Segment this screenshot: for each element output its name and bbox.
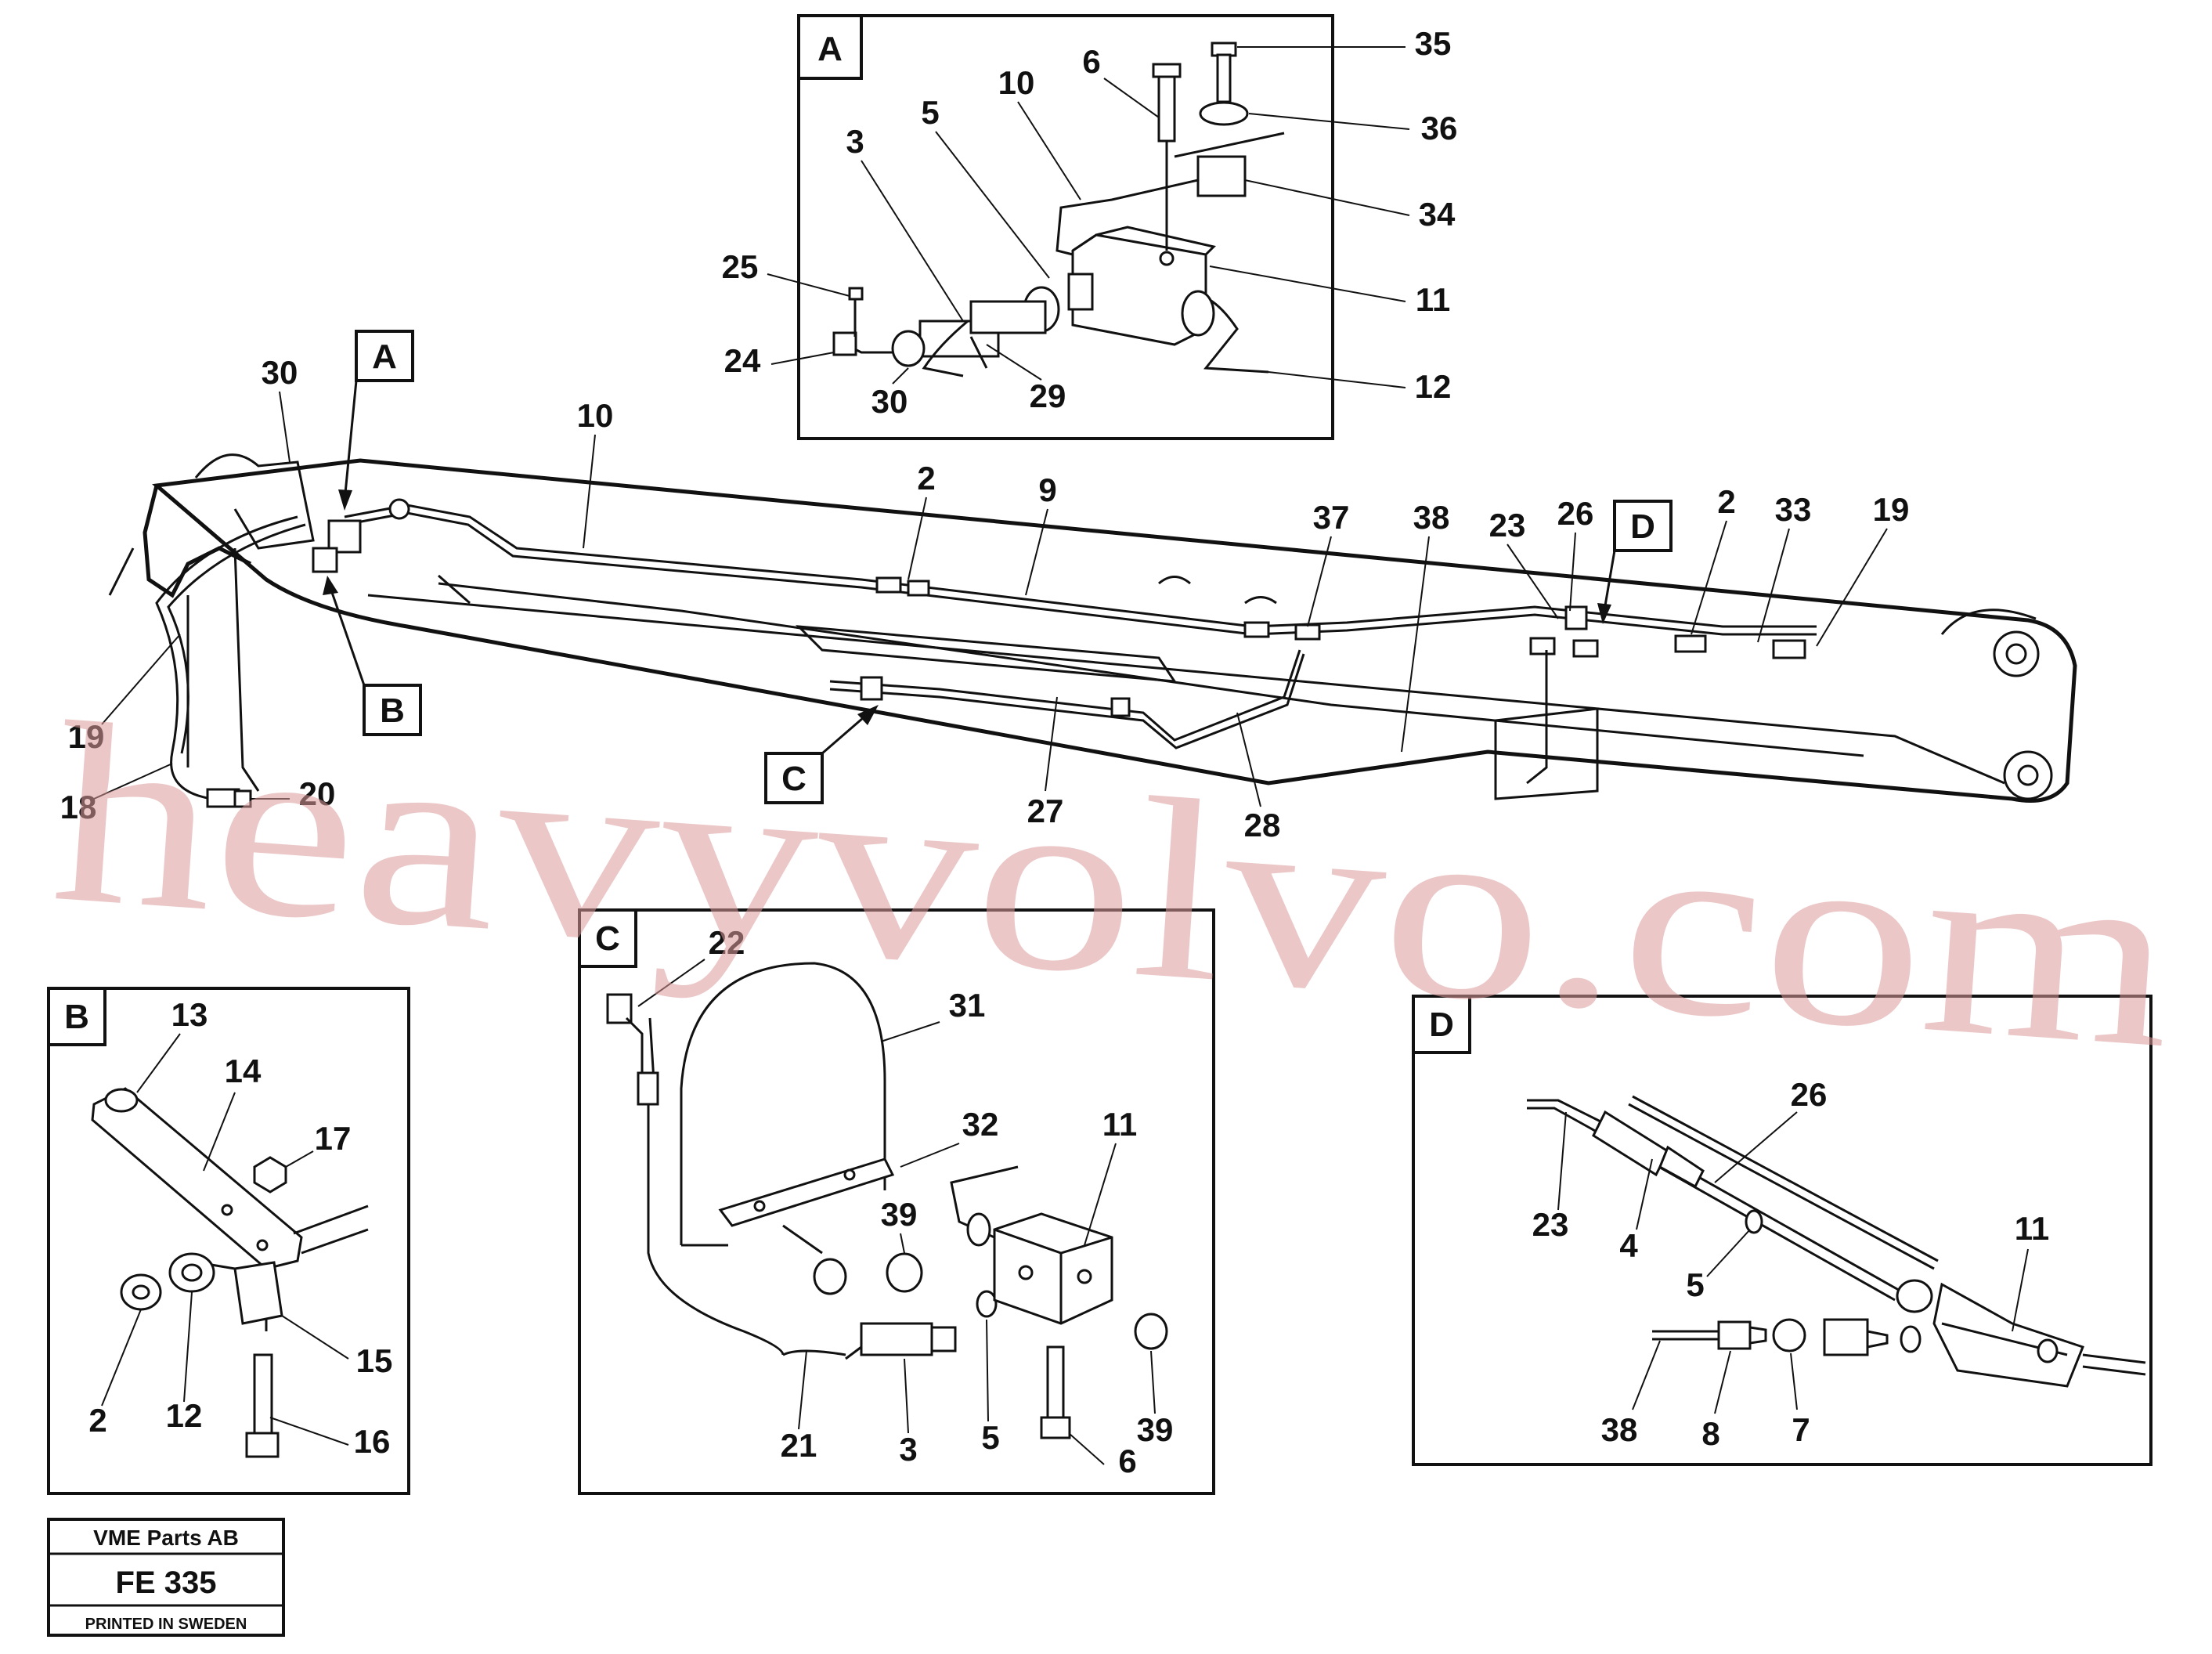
title-block: VME Parts AB FE 335 PRINTED IN SWEDEN bbox=[47, 1518, 285, 1637]
callout: 11 bbox=[1416, 281, 1450, 318]
callout: 25 bbox=[722, 248, 759, 285]
callout: 30 bbox=[262, 354, 298, 391]
callout: 31 bbox=[949, 987, 986, 1024]
callout: 28 bbox=[1244, 807, 1281, 843]
callout: 12 bbox=[1415, 368, 1452, 405]
callout: 5 bbox=[921, 94, 939, 131]
callout: 9 bbox=[1038, 471, 1056, 508]
callout: 15 bbox=[356, 1342, 393, 1379]
callout: 27 bbox=[1027, 793, 1064, 829]
callout: 35 bbox=[1415, 25, 1452, 62]
callout: 17 bbox=[315, 1120, 352, 1157]
callout: 39 bbox=[881, 1196, 918, 1233]
callout: 10 bbox=[998, 64, 1035, 101]
callout: 37 bbox=[1313, 499, 1350, 536]
pointer-letter-c: C bbox=[781, 760, 806, 798]
main-pointers: A B C D bbox=[323, 330, 1673, 804]
detail-letter-d: D bbox=[1429, 1006, 1454, 1044]
printed-note: PRINTED IN SWEDEN bbox=[85, 1616, 247, 1633]
callout: 2 bbox=[1717, 483, 1735, 520]
callout: 11 bbox=[2015, 1210, 2049, 1247]
callout: 32 bbox=[962, 1106, 999, 1143]
callout: 6 bbox=[1082, 43, 1100, 80]
callout: 5 bbox=[1686, 1266, 1704, 1303]
callout: 26 bbox=[1557, 495, 1594, 532]
pointer-letter-d: D bbox=[1630, 507, 1655, 546]
callout: 20 bbox=[299, 775, 336, 812]
callout: 38 bbox=[1601, 1411, 1638, 1448]
callout: 18 bbox=[60, 789, 97, 825]
callout: 3 bbox=[846, 123, 864, 160]
detail-box-d: D 26 23 4 11 5 3 bbox=[1412, 995, 2152, 1466]
pointer-letter-a: A bbox=[372, 338, 397, 376]
callout: 34 bbox=[1419, 196, 1456, 233]
callout: 26 bbox=[1791, 1076, 1828, 1113]
callout: 14 bbox=[225, 1053, 262, 1089]
callout: 39 bbox=[1137, 1411, 1174, 1448]
callout: 16 bbox=[354, 1423, 391, 1460]
callout: 24 bbox=[724, 342, 761, 379]
callout: 38 bbox=[1413, 499, 1450, 536]
callout: 23 bbox=[1489, 507, 1526, 544]
callout: 2 bbox=[88, 1402, 106, 1439]
detail-box-b: B 13 14 17 2 12 15 16 bbox=[47, 987, 410, 1495]
main-callouts: 30 10 2 9 37 38 23 26 2 33 19 19 18 20 2… bbox=[60, 354, 1910, 843]
callout: 7 bbox=[1792, 1411, 1810, 1448]
title-company: VME Parts AB bbox=[93, 1526, 239, 1550]
callout: 13 bbox=[171, 996, 208, 1033]
callout: 30 bbox=[871, 383, 908, 420]
callout: 2 bbox=[917, 460, 935, 497]
boom-drawing bbox=[108, 453, 2077, 808]
detail-letter-a: A bbox=[817, 30, 843, 68]
callout: 21 bbox=[781, 1427, 817, 1464]
callout: 23 bbox=[1532, 1206, 1569, 1243]
callout: 8 bbox=[1701, 1415, 1719, 1452]
callout: 12 bbox=[166, 1397, 203, 1434]
callout: 29 bbox=[1030, 377, 1066, 414]
callout: 6 bbox=[1118, 1443, 1136, 1479]
callout: 19 bbox=[68, 718, 105, 755]
figure-number: FE 335 bbox=[116, 1566, 217, 1600]
callout: 36 bbox=[1421, 110, 1458, 146]
callout: 10 bbox=[577, 397, 614, 434]
callout: 4 bbox=[1619, 1227, 1638, 1264]
callout: 33 bbox=[1775, 491, 1812, 528]
detail-letter-b: B bbox=[64, 998, 89, 1036]
detail-letter-c: C bbox=[595, 919, 620, 958]
detail-box-c: C bbox=[578, 908, 1215, 1495]
detail-box-a: A 6 35 10 36 3 bbox=[722, 14, 1458, 440]
callout: 22 bbox=[709, 924, 745, 961]
callout: 3 bbox=[899, 1431, 917, 1468]
callout: 5 bbox=[981, 1419, 999, 1456]
pointer-letter-b: B bbox=[380, 692, 405, 730]
callout: 11 bbox=[1102, 1106, 1137, 1143]
callout: 19 bbox=[1873, 491, 1910, 528]
